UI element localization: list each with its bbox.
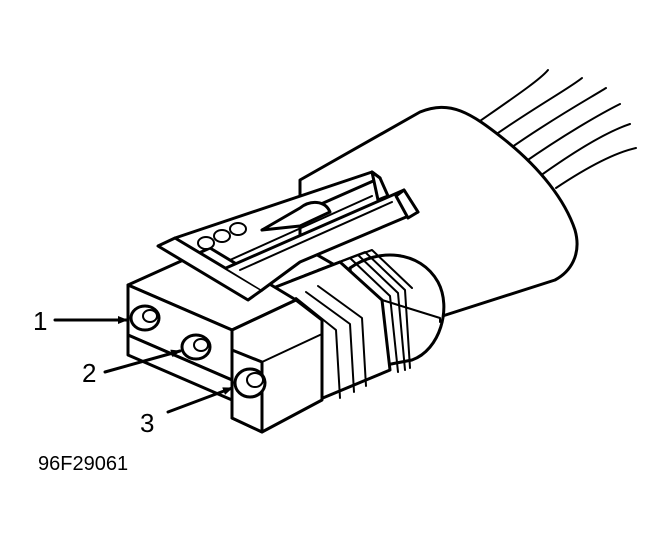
callout-arrow-2 <box>103 349 182 374</box>
callout-label-1: 1 <box>33 306 47 336</box>
figure-code: 96F29061 <box>38 453 128 475</box>
wire-harness <box>469 69 637 189</box>
terminal-cavity-2 <box>180 333 212 361</box>
callout-label-2: 2 <box>82 358 96 388</box>
callout-arrows <box>53 316 234 414</box>
terminal-cavity-1 <box>129 304 161 332</box>
callout-arrow-3 <box>166 386 234 414</box>
locking-latch <box>156 170 420 302</box>
callout-label-3: 3 <box>140 408 154 438</box>
terminal-cavity-3 <box>233 367 267 399</box>
